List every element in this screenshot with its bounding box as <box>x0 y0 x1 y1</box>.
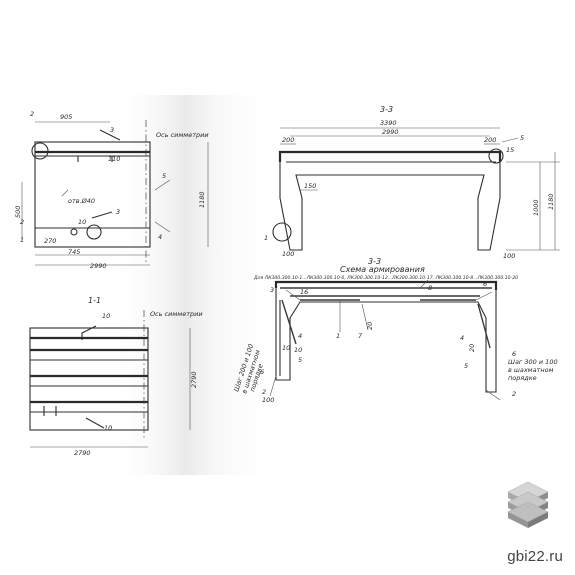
step-right-1: Шаг 300 и 100 <box>508 358 558 366</box>
dim-200: 200 <box>282 136 294 144</box>
cube-logo-icon <box>507 481 549 528</box>
dim-2790: 2790 <box>74 449 91 457</box>
reinforcement-scheme <box>269 279 501 401</box>
axis-symmetry-label-bottom: Ось симметрии <box>150 310 203 318</box>
dim-2990: 2990 <box>90 262 107 270</box>
marker-5d: 5 <box>464 362 468 370</box>
dim-1000: 1000 <box>532 199 540 216</box>
marker-16: 16 <box>300 288 308 296</box>
marker-6c: 6 <box>512 350 516 358</box>
dim-20: 20 <box>366 322 374 330</box>
marker-3: 3 <box>110 126 114 134</box>
dim-150: 150 <box>304 182 316 190</box>
marker-6b: 6 <box>260 368 264 376</box>
marker-15: 15 <box>506 146 514 154</box>
marker-3b: 3 <box>116 208 120 216</box>
marker-7: 7 <box>358 332 363 340</box>
scheme-subtitle: Для ЛК300.300.10-1...ЛК300.300.10-6, ЛК3… <box>253 275 518 281</box>
marker-10b: 10 <box>102 312 110 320</box>
marker-5: 5 <box>162 172 166 180</box>
section-1-1: 1-1 <box>88 296 101 305</box>
marker-4: 4 <box>158 233 162 241</box>
marker-6: 6 <box>483 280 487 288</box>
dim-905: 905 <box>60 113 72 121</box>
dim-110: 110 <box>108 155 120 163</box>
marker-4c: 4 <box>460 334 464 342</box>
dim-100c: 100 <box>262 396 274 404</box>
elevation-view <box>272 127 560 251</box>
marker-2: 2 <box>30 110 34 118</box>
marker-1: 1 <box>20 236 24 244</box>
section-3-3-top: 3-3 <box>380 105 393 114</box>
dim-2990b: 2990 <box>382 128 399 136</box>
axis-symmetry-label-top: Ось симметрии <box>156 131 209 139</box>
marker-4b: 4 <box>298 332 302 340</box>
marker-8: 8 <box>428 284 432 292</box>
dim-2790v: 2790 <box>190 371 198 388</box>
marker-2c: 2 <box>262 388 266 396</box>
dim-10b: 10 <box>294 346 302 354</box>
marker-5c: 5 <box>298 356 302 364</box>
dim-10: 10 <box>104 424 112 432</box>
dim-270: 270 <box>44 237 56 245</box>
dim-1180r: 1180 <box>547 193 555 210</box>
dim-745: 745 <box>68 248 80 256</box>
watermark-text: gbi22.ru <box>507 548 563 565</box>
scheme-title: Схема армирования <box>340 265 425 274</box>
section-1-1-view <box>29 310 191 448</box>
marker-1c: 1 <box>336 332 340 340</box>
step-right-3: порядке <box>508 374 537 382</box>
hole-label: отв.Ø40 <box>68 197 95 205</box>
plan-view <box>21 120 209 266</box>
dim-1180: 1180 <box>198 191 206 208</box>
marker-1b: 1 <box>264 234 268 242</box>
marker-2d: 2 <box>512 390 516 398</box>
marker-15b: 10 <box>282 344 290 352</box>
dim-20b: 20 <box>468 344 476 352</box>
dim-200r: 200 <box>484 136 496 144</box>
marker-3c: 3 <box>270 286 274 294</box>
marker-10: 10 <box>78 218 86 226</box>
step-right-2: в шахматном <box>508 366 554 374</box>
dim-500: 500 <box>14 206 22 218</box>
dim-3390: 3390 <box>380 119 397 127</box>
marker-2b: 2 <box>20 218 24 226</box>
dim-100r: 100 <box>503 252 515 260</box>
dim-100: 100 <box>282 250 294 258</box>
section-3-3-scheme: 3-3 <box>368 257 381 266</box>
marker-5b: 5 <box>520 134 524 142</box>
